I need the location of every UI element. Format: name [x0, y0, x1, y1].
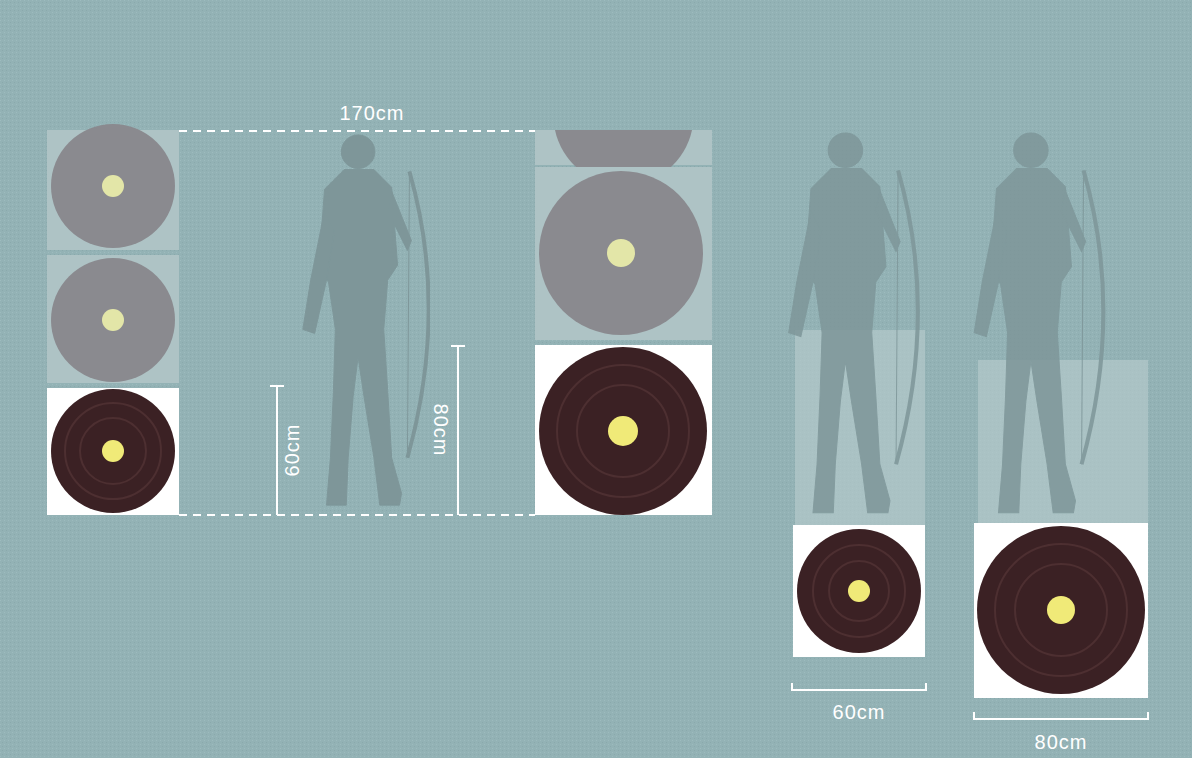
- target-column-left: [47, 124, 179, 515]
- dimension-label: 80cm: [1032, 731, 1091, 753]
- dimension-label: 80cm: [430, 401, 452, 460]
- archer-80cm-group: [974, 133, 1148, 698]
- dimension-lines: [179, 131, 1148, 719]
- dimension-label: 60cm: [830, 701, 889, 723]
- archer-silhouette: [303, 135, 429, 505]
- archer-60cm-group: [789, 133, 925, 657]
- dimension-label: 170cm: [336, 102, 407, 124]
- target-column-right: [535, 130, 712, 515]
- dimension-label: 60cm: [281, 421, 303, 480]
